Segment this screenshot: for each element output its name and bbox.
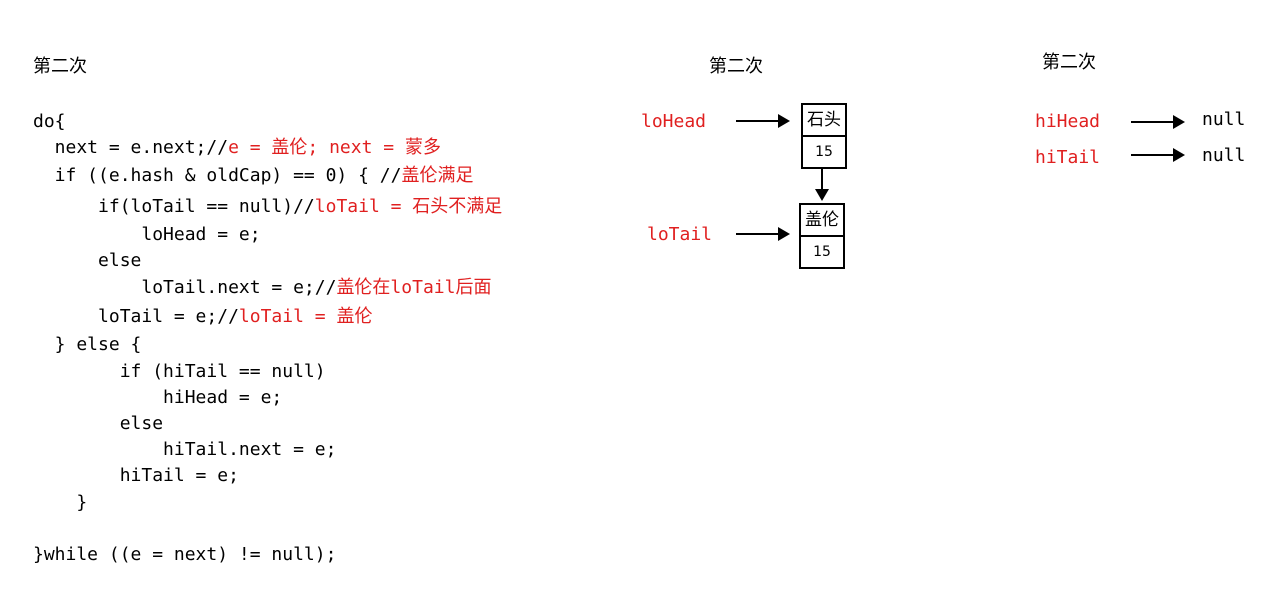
code-line-12: else <box>33 413 163 435</box>
code-text: loTail.next = e;// <box>33 277 337 298</box>
code-line-2: next = e.next;//e = 盖伦; next = 蒙多 <box>33 137 441 159</box>
code-text: if (hiTail == null) <box>33 361 326 382</box>
code-text: if ((e.hash & oldCap) == 0) { // <box>33 165 402 186</box>
code-text: hiTail = e; <box>33 465 239 486</box>
code-text: else <box>33 413 164 434</box>
code-line-4: if(loTail == null)//loTail = 石头不满足 <box>33 196 502 218</box>
hitail-arrow <box>1131 148 1185 162</box>
code-line-6: else <box>33 250 141 272</box>
hihead-null: null <box>1202 109 1246 130</box>
lohead-label: loHead <box>641 111 707 132</box>
arrow-head-icon <box>778 227 790 241</box>
code-comment: loTail = 盖伦 <box>238 306 373 327</box>
arrow-head-icon <box>815 189 829 201</box>
code-line-16: }while ((e = next) != null); <box>33 544 336 566</box>
arrow-head-icon <box>1173 115 1185 129</box>
code-text: hiHead = e; <box>33 387 283 408</box>
code-line-7: loTail.next = e;//盖伦在loTail后面 <box>33 277 491 299</box>
code-text: else <box>33 250 142 271</box>
code-text: if(loTail == null)// <box>33 196 315 217</box>
code-block: do{ next = e.next;//e = 盖伦; next = 蒙多 if… <box>33 0 502 565</box>
node-value: 15 <box>813 244 831 260</box>
node-value: 15 <box>815 144 833 160</box>
arrow-head-icon <box>1173 148 1185 162</box>
middle-heading: 第二次 <box>709 56 763 77</box>
code-line-13: hiTail.next = e; <box>33 439 336 461</box>
code-text: next = e.next;// <box>33 137 229 158</box>
code-comment: 盖伦在loTail后面 <box>336 277 492 298</box>
code-line-10: if (hiTail == null) <box>33 361 326 383</box>
hitail-label: hiTail <box>1035 147 1101 168</box>
code-line-5: loHead = e; <box>33 224 261 246</box>
code-comment: e = 盖伦; next = 蒙多 <box>228 137 441 158</box>
code-text: } else { <box>33 334 142 355</box>
code-comment: 盖伦满足 <box>401 165 474 186</box>
left-heading: 第二次 <box>33 56 87 77</box>
node-key: 石头 <box>803 105 845 137</box>
arrow-head-icon <box>778 114 790 128</box>
code-line-9: } else { <box>33 334 142 356</box>
code-line-15: } <box>33 492 87 514</box>
code-line-1: do{ <box>33 111 66 133</box>
node-link-arrow <box>815 167 829 201</box>
node-key: 盖伦 <box>801 205 843 237</box>
node-garen: 盖伦 15 <box>799 203 845 269</box>
code-line-11: hiHead = e; <box>33 387 282 409</box>
code-text: loHead = e; <box>33 224 261 245</box>
code-text: } <box>33 492 88 513</box>
lotail-label: loTail <box>647 224 713 245</box>
node-stone: 石头 15 <box>801 103 847 169</box>
hihead-arrow <box>1131 115 1185 129</box>
code-comment: loTail = 石头不满足 <box>314 196 503 217</box>
code-line-8: loTail = e;//loTail = 盖伦 <box>33 306 372 328</box>
right-heading: 第二次 <box>1042 52 1096 73</box>
hitail-null: null <box>1202 145 1246 166</box>
hihead-label: hiHead <box>1035 111 1101 132</box>
code-text: do{ <box>33 111 66 132</box>
code-text: }while ((e = next) != null); <box>33 544 337 565</box>
code-text: loTail = e;// <box>33 306 239 327</box>
code-text: hiTail.next = e; <box>33 439 337 460</box>
lohead-arrow <box>736 114 790 128</box>
lotail-arrow <box>736 227 790 241</box>
code-line-3: if ((e.hash & oldCap) == 0) { //盖伦满足 <box>33 165 474 187</box>
code-line-14: hiTail = e; <box>33 465 239 487</box>
